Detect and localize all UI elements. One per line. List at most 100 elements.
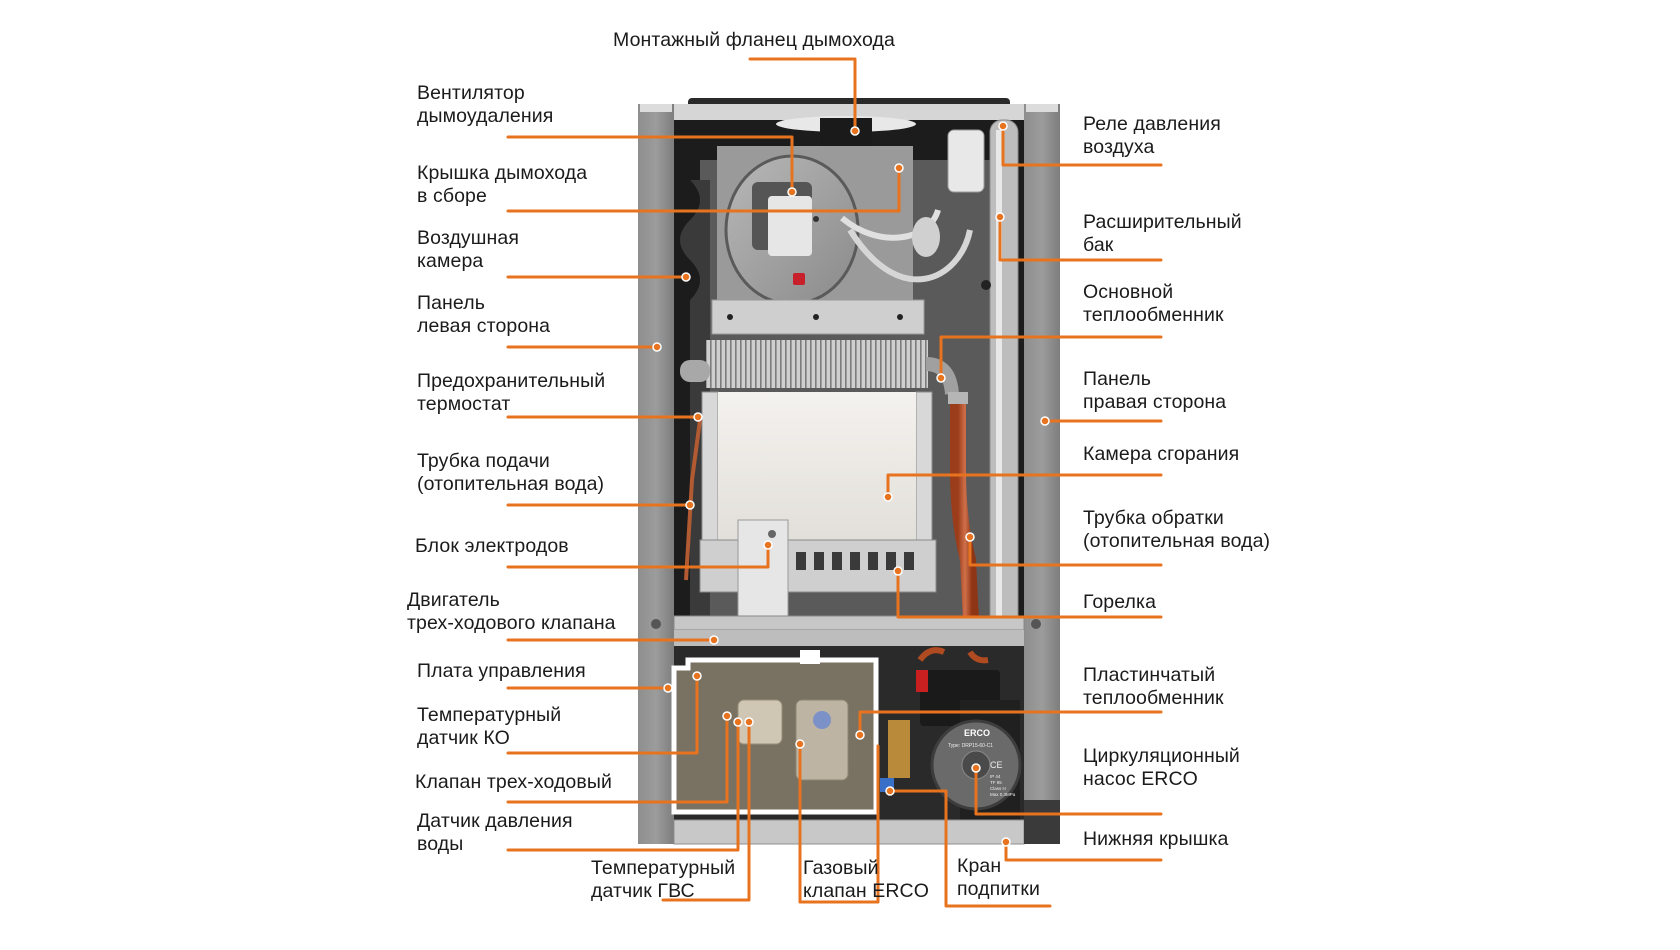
bottom-cover [673, 819, 1025, 845]
pump-type: Type: DRP15-60-C1 [948, 743, 993, 749]
leader-exhaust-fan [506, 135, 794, 194]
brass-fittings [888, 720, 910, 778]
leader-burner [896, 569, 1163, 619]
expansion-tank [989, 119, 1019, 631]
leader-combustion-chamber [886, 473, 1163, 499]
dot-flue-flange [850, 126, 860, 136]
leader-expansion-tank [998, 215, 1163, 262]
dot-air-chamber [681, 272, 691, 282]
dot-control-board [663, 683, 673, 693]
dot-temp-sensor-ch [692, 671, 702, 681]
burner-slots [796, 552, 914, 570]
dot-makeup-tap [885, 786, 895, 796]
dot-flue-cover [894, 163, 904, 173]
leader-circulation-pump [974, 766, 1163, 816]
burner-slot [796, 552, 806, 570]
leader-three-way-valve [506, 714, 729, 804]
dot-plate-heat-exchanger [855, 730, 865, 740]
supply-pipe [684, 419, 702, 581]
label-return-pipe: Трубка обратки(отопительная вода) [1083, 507, 1271, 552]
burner-slot [868, 552, 878, 570]
dot-expansion-tank [995, 212, 1005, 222]
dot-safety-thermostat [693, 412, 703, 422]
left-side-panel [638, 104, 674, 844]
leader-main-heat-exchanger [939, 335, 1163, 380]
pump-ce-mark: CE [990, 760, 1003, 770]
leader-gas-valve-left [798, 744, 880, 904]
label-electrode-block: Блок электродов [415, 535, 569, 557]
dot-combustion-chamber [883, 492, 893, 502]
dot-supply-pipe [685, 500, 695, 510]
label-supply-pipe: Трубка подачи(отопительная вода) [417, 450, 605, 495]
heat-exchanger-fins [706, 340, 928, 388]
label-bottom-cover: Нижняя крышка [1083, 828, 1229, 850]
leader-makeup-tap [888, 789, 1052, 908]
leader-temp-sensor-ch [506, 674, 699, 755]
silicone-tube [840, 208, 941, 241]
label-control-board: Плата управления [417, 660, 586, 682]
burner-slot [904, 552, 914, 570]
pump-brand: ERCO [964, 728, 990, 738]
leader-return-pipe [968, 535, 1163, 567]
burner-slot [850, 552, 860, 570]
dot-main-heat-exchanger [936, 373, 946, 383]
electrode-block [737, 519, 789, 625]
dot-circulation-pump [971, 763, 981, 773]
dot-air-pressure-relay [998, 121, 1008, 131]
dot-exhaust-fan [787, 187, 797, 197]
dot-electrode-block [763, 540, 773, 550]
leader-lines [506, 57, 1163, 908]
dot-gas-valve [795, 739, 805, 749]
burner-slot [832, 552, 842, 570]
leader-flue-flange [748, 57, 857, 133]
air-pressure-relay [947, 129, 985, 193]
pump-spec: TF 95 [990, 780, 1002, 785]
pump-spec: Max 0,3MPa [990, 792, 1016, 797]
dot-three-way-motor [709, 635, 719, 645]
combustion-chamber [718, 392, 916, 542]
leader-flue-cover [506, 166, 901, 213]
label-burner: Горелка [1083, 591, 1157, 613]
leader-endpoints [652, 121, 1050, 847]
leader-electrode-block [506, 543, 770, 569]
dot-left-panel [652, 342, 662, 352]
dot-return-pipe [965, 532, 975, 542]
dot-water-pressure-sensor [733, 717, 743, 727]
dot-bottom-cover [1001, 837, 1011, 847]
dot-burner [893, 566, 903, 576]
leader-air-pressure-relay [1001, 124, 1163, 167]
leader-plate-heat-exchanger [858, 710, 1163, 737]
leader-water-pressure-sensor [506, 720, 740, 852]
label-three-way-valve: Клапан трех-ходовый [415, 771, 612, 793]
burner-slot [814, 552, 824, 570]
pump-spec: Class H [990, 786, 1006, 791]
label-combustion-chamber: Камера сгорания [1083, 443, 1240, 465]
label-flue-flange: Монтажный фланец дымохода [613, 29, 895, 51]
dot-right-panel [1040, 416, 1050, 426]
return-pipe [950, 392, 980, 641]
dot-three-way-valve [722, 711, 732, 721]
dot-temp-sensor-dhw [744, 717, 754, 727]
top-frame [674, 104, 1024, 120]
